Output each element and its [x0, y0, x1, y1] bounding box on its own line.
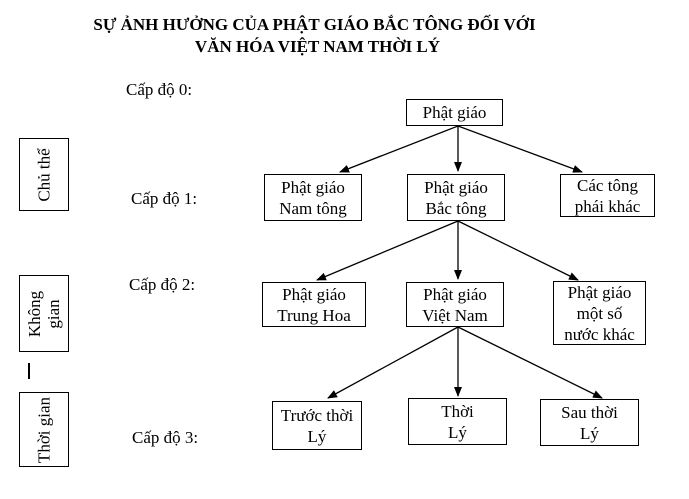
- time-side-box: Thời gian: [19, 392, 69, 467]
- subject-side-box: Chủ thể: [19, 138, 69, 211]
- arrow-viet-nam-to-after-ly: [457, 326, 603, 399]
- arrow-root-to-nam-tong: [339, 125, 459, 173]
- level-3-label: Cấp độ 3:: [132, 428, 199, 447]
- space-side-box: Không gian: [19, 275, 69, 352]
- level-0-label: Cấp độ 0:: [126, 80, 193, 99]
- level-1-label: Cấp độ 1:: [131, 189, 198, 208]
- diagram-title-line2: VĂN HÓA VIỆT NAM THỜI LÝ: [194, 37, 441, 56]
- level-2-label: Cấp độ 2:: [129, 275, 196, 294]
- node-phat-giao-root: Phật giáo: [406, 99, 503, 126]
- side-separator-dash: [28, 363, 30, 379]
- arrow-viet-nam-to-before-ly: [327, 326, 459, 399]
- diagram-title-line1: SỰ ẢNH HƯỞNG CỦA PHẬT GIÁO BẮC TÔNG ĐỐI …: [93, 15, 536, 34]
- arrow-root-to-other-sects: [457, 125, 583, 173]
- arrow-bac-tong-to-other-countries: [457, 220, 579, 281]
- arrow-bac-tong-to-trung-hoa: [316, 220, 459, 281]
